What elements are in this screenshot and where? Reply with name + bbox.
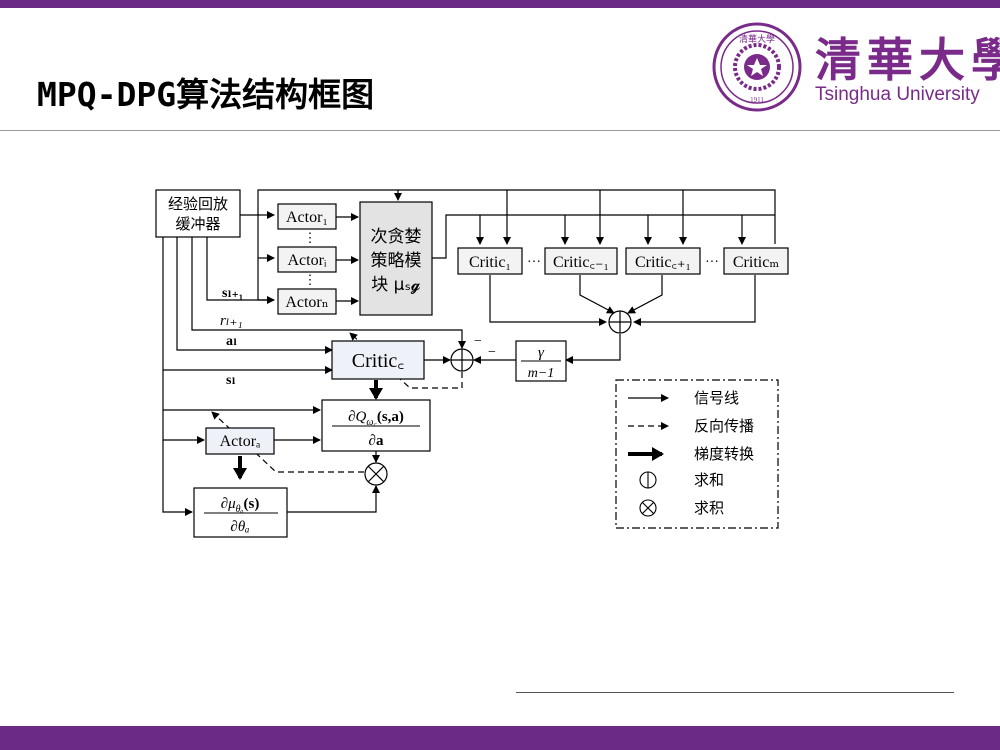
tsinghua-seal-icon: 清華大學 1911 [712, 22, 802, 112]
replay-buffer-line1: 经验回放 [168, 195, 228, 213]
dots-1: ··· [527, 255, 541, 270]
sum-node-target [450, 348, 474, 372]
dmu-numerator-args: (s) [243, 496, 259, 512]
critic-c-minus-1-box [544, 247, 618, 275]
bottom-accent-bar [0, 726, 1000, 750]
dmu-numerator-subscript: θₐ [236, 504, 244, 515]
critic-c-label: Critic꜀ [352, 350, 405, 372]
actor-1-label: Actor₁ [286, 209, 328, 226]
seal-year: 1911 [750, 96, 764, 104]
dmu-numerator-symbol: ∂μ [221, 496, 236, 512]
university-name-cn: 清華大學 [815, 33, 1000, 87]
vdots-2: ⋮ [304, 272, 317, 287]
dq-numerator: ∂Qω꜀(s,a) [348, 409, 404, 428]
dq-numerator-subscript: ω꜀ [366, 417, 377, 428]
actor-n-box [277, 288, 337, 315]
actor-1-box [277, 203, 337, 230]
replay-buffer-line2: 缓冲器 [175, 215, 220, 233]
legend-signal-label: 信号线 [694, 389, 739, 407]
suboptimal-policy-module-box [359, 201, 433, 316]
gamma-denominator: m−1 [528, 366, 555, 381]
dots-2: ··· [705, 255, 719, 270]
title-divider [0, 130, 1000, 131]
label-a-l: aₗ [226, 334, 237, 349]
critic-c-box [331, 340, 425, 380]
dq-numerator-args: (s,a) [377, 409, 404, 425]
actor-a-box [205, 427, 275, 455]
legend-gradient-label: 梯度转换 [694, 445, 754, 463]
label-r-next: rₗ₊₁ [220, 313, 243, 329]
critic-1-label: Critic₁ [469, 254, 511, 271]
footer-divider [516, 692, 954, 693]
critic-c-minus-1-label: Critic꜀₋₁ [553, 254, 609, 271]
label-s-next: sₗ₊₁ [222, 286, 243, 301]
legend-sum-label: 求和 [694, 471, 724, 489]
dq-denominator: ∂a [369, 433, 384, 449]
actor-n-label: Actorₙ [285, 294, 328, 311]
actor-i-label: Actorᵢ [287, 252, 326, 269]
submodule-line3: 块 μₛ𝓰 [371, 275, 421, 295]
product-node [364, 462, 388, 486]
slide-title: MPQ-DPG算法结构框图 [37, 75, 375, 114]
critic-c-plus-1-box [625, 247, 701, 275]
top-accent-bar [0, 0, 1000, 8]
actor-a-label: Actorₐ [220, 433, 261, 450]
minus-sign-1: − [474, 334, 482, 349]
dmu-numerator: ∂μθₐ(s) [221, 496, 260, 515]
legend: 信号线 反向传播 梯度转换 求和 求积 [615, 379, 779, 529]
submodule-line2: 策略模 [371, 251, 422, 271]
critic-1-box [457, 247, 523, 275]
label-s-l: sₗ [226, 373, 236, 388]
submodule-line1: 次贪婪 [371, 227, 422, 247]
critic-m-label: Criticₘ [733, 254, 779, 271]
dq-numerator-symbol: ∂Q [348, 409, 366, 425]
legend-product-label: 求积 [694, 499, 724, 517]
university-name-en: Tsinghua University [815, 84, 980, 105]
critic-c-plus-1-label: Critic꜀₊₁ [635, 254, 691, 271]
dmu-denominator: ∂θₐ [230, 519, 249, 535]
sum-node-critics [608, 310, 632, 334]
seal-text: 清華大學 [739, 33, 775, 45]
actor-i-box [277, 246, 337, 273]
gamma-numerator: γ [538, 345, 545, 361]
vdots-1: ⋮ [304, 230, 317, 245]
minus-sign-2: − [488, 345, 496, 360]
replay-buffer-box [155, 189, 241, 238]
legend-backprop-label: 反向传播 [694, 417, 754, 435]
critic-m-box [723, 247, 789, 275]
